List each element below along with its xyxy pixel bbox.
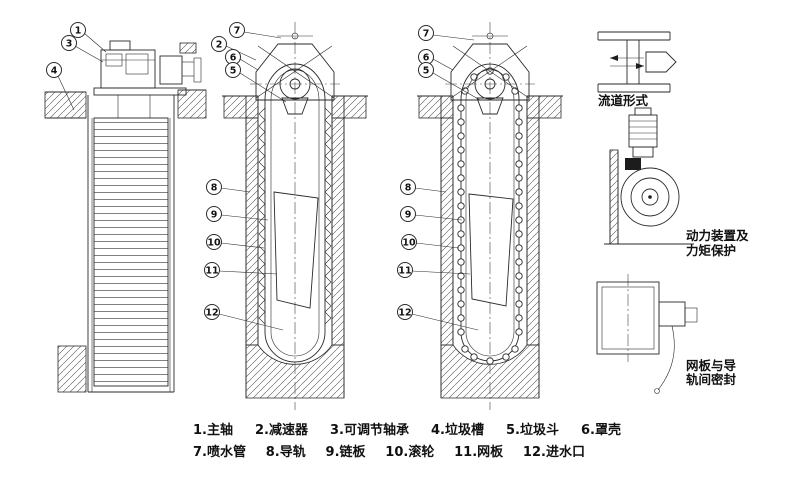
flow-profile	[645, 51, 677, 73]
callouts-left-view: 1 3 4	[46, 22, 86, 78]
callout-spray-pipe: 7	[229, 22, 245, 38]
rake-chain-loop	[258, 63, 332, 363]
legend-item: 2.减速器	[255, 423, 308, 438]
legend-item: 11.网板	[454, 445, 504, 460]
callout-trash-hopper: 5	[418, 62, 434, 78]
svg-text:10: 10	[402, 238, 416, 249]
detail-power-device: 动力装置及 力矩保护	[604, 107, 749, 258]
sprocket-main-shaft	[279, 68, 311, 100]
callout-water-inlet: 12	[397, 304, 413, 320]
svg-text:2: 2	[216, 40, 223, 51]
channel-walls	[417, 95, 563, 399]
rake-teeth-left	[258, 107, 266, 325]
flow-channel-label: 流道形式	[598, 93, 649, 108]
detail-flow-channel: 流道形式	[597, 31, 677, 108]
callout-water-inlet: 12	[204, 304, 220, 320]
callout-trash-hopper: 5	[225, 62, 241, 78]
mesh-plate	[468, 193, 514, 307]
callout-guide-rail: 8	[400, 179, 416, 195]
bar-screen-grille	[93, 117, 169, 387]
callout-roller: 10	[401, 234, 417, 250]
seal-actuator	[658, 301, 686, 327]
legend-item: 12.进水口	[522, 445, 585, 460]
svg-text:12: 12	[398, 308, 411, 319]
power-device-label-line2: 力矩保护	[686, 243, 736, 258]
gear-housing	[620, 167, 680, 227]
callout-trash-chute: 4	[46, 62, 62, 78]
svg-text:11: 11	[398, 266, 411, 277]
svg-text:10: 10	[207, 238, 221, 249]
screen-frame	[87, 95, 175, 393]
svg-text:7: 7	[234, 26, 241, 37]
svg-text:5: 5	[230, 66, 237, 77]
rake-teeth-right	[324, 107, 332, 325]
sprocket-main-shaft	[474, 68, 506, 100]
legend-item: 3.可调节轴承	[330, 423, 409, 438]
top-cover	[255, 32, 335, 101]
trash-hopper	[281, 97, 309, 115]
cable	[657, 325, 675, 391]
legend-item: 1.主轴	[193, 423, 233, 438]
svg-text:8: 8	[211, 183, 218, 194]
callout-roller: 10	[206, 234, 222, 250]
mesh-plate	[273, 191, 319, 309]
svg-text:4: 4	[51, 66, 58, 77]
svg-text:12: 12	[205, 308, 218, 319]
trash-hopper	[476, 97, 504, 115]
section-view-roller-chain	[417, 22, 563, 410]
callout-mesh-plate: 11	[204, 262, 220, 278]
callout-mesh-plate: 11	[397, 262, 413, 278]
legend-item: 9.链板	[325, 445, 366, 460]
ground-hatch	[44, 89, 207, 393]
callout-adjustable-bearing: 3	[61, 35, 77, 51]
callouts-view2: 7 6 5 8 9 10 11 12	[397, 25, 434, 320]
legend-item: 10.滚轮	[385, 445, 435, 460]
svg-text:3: 3	[66, 39, 73, 50]
seal-label-line2: 轨间密封	[686, 372, 737, 387]
callout-reducer: 2	[211, 36, 227, 52]
svg-text:6: 6	[423, 53, 430, 64]
seal-label-line1: 网板与导	[686, 358, 737, 373]
callout-main-shaft: 1	[70, 22, 86, 38]
motor-body	[628, 114, 658, 148]
svg-text:5: 5	[423, 66, 430, 77]
legend-row-2: 7.喷水管 8.导轨 9.链板 10.滚轮 11.网板 12.进水口	[193, 441, 585, 460]
legend-item: 4.垃圾槽	[431, 423, 484, 438]
callout-guide-rail: 8	[206, 179, 222, 195]
svg-text:11: 11	[205, 266, 218, 277]
leader-lines	[57, 31, 481, 331]
callout-chain-plate: 9	[206, 206, 222, 222]
channel-walls	[222, 95, 368, 399]
callout-chain-plate: 9	[400, 206, 416, 222]
legend-item: 8.导轨	[265, 445, 306, 460]
callouts-view1: 2 7 6 5 8 9 10 11 12	[204, 22, 245, 320]
power-device-label-line1: 动力装置及	[686, 228, 749, 243]
detail-seal: 网板与导 轨间密封	[596, 274, 737, 394]
top-cover	[450, 32, 530, 101]
section-view-rake-chain	[222, 22, 368, 410]
legend-row-1: 1.主轴 2.减速器 3.可调节轴承 4.垃圾槽 5.垃圾斗 6.罩壳	[193, 419, 621, 438]
svg-text:7: 7	[423, 29, 430, 40]
legend-item: 7.喷水管	[193, 445, 246, 460]
callout-spray-pipe: 7	[418, 25, 434, 41]
svg-text:9: 9	[405, 210, 412, 221]
svg-text:6: 6	[230, 53, 237, 64]
channel-floor	[245, 344, 345, 399]
legend-item: 5.垃圾斗	[506, 423, 559, 438]
svg-text:1: 1	[75, 26, 82, 37]
drive-unit	[93, 40, 202, 118]
left-side-view	[44, 40, 207, 393]
legend-item: 6.罩壳	[581, 423, 621, 438]
torque-protector	[625, 158, 641, 170]
svg-text:9: 9	[211, 210, 218, 221]
roller-chain-loop	[457, 63, 523, 365]
svg-text:8: 8	[405, 183, 412, 194]
